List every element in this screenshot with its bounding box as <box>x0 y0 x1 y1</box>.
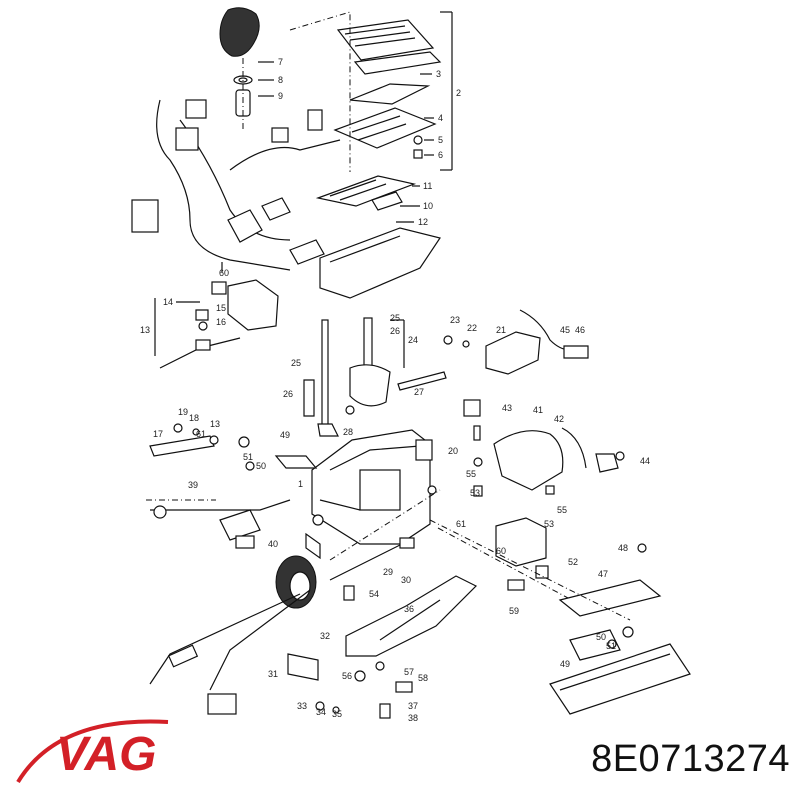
label-6: 6 <box>438 150 443 160</box>
label-21: 21 <box>496 325 506 335</box>
label-43: 43 <box>502 403 512 413</box>
mounting-bracket-47 <box>429 519 691 715</box>
actuator-52-60 <box>437 517 569 599</box>
label-25: 25 <box>291 358 301 368</box>
label-39: 39 <box>188 480 198 490</box>
label-44: 44 <box>640 456 650 466</box>
label-60: 60 <box>496 546 506 556</box>
cable-clip-29-30 <box>329 537 415 601</box>
label-10: 10 <box>423 201 433 211</box>
label-31: 31 <box>268 669 278 679</box>
label-56: 56 <box>342 671 352 681</box>
label-4: 4 <box>438 113 443 123</box>
part-number-labels: 7 8 9 3 2 4 5 6 11 10 12 60 14 15 16 13 … <box>140 57 650 723</box>
label-50-right: 50 <box>596 632 606 642</box>
label-54: 54 <box>369 589 379 599</box>
label-53-b: 53 <box>544 519 554 529</box>
label-29: 29 <box>383 567 393 577</box>
label-9: 9 <box>278 91 283 101</box>
label-15: 15 <box>216 303 226 313</box>
label-36: 36 <box>404 604 414 614</box>
label-17: 17 <box>153 429 163 439</box>
label-49-left: 49 <box>280 430 290 440</box>
label-38: 38 <box>408 713 418 723</box>
label-47: 47 <box>598 569 608 579</box>
label-37: 37 <box>408 701 418 711</box>
label-3: 3 <box>436 69 441 79</box>
label-7: 7 <box>278 57 283 67</box>
logo-text: VAG <box>56 728 156 781</box>
solenoid-21-46 <box>443 309 589 375</box>
label-34: 34 <box>316 707 326 717</box>
label-20: 20 <box>448 446 458 456</box>
label-51-right: 51 <box>606 641 616 651</box>
label-5: 5 <box>438 135 443 145</box>
selector-lever-24-28 <box>303 317 447 437</box>
label-52: 52 <box>568 557 578 567</box>
label-19: 19 <box>178 407 188 417</box>
label-13-top: 13 <box>140 325 150 335</box>
label-59: 59 <box>509 606 519 616</box>
label-24: 24 <box>408 335 418 345</box>
logo-swoosh <box>16 719 169 784</box>
label-51-left: 51 <box>243 452 253 462</box>
label-42: 42 <box>554 414 564 424</box>
label-14: 14 <box>163 297 173 307</box>
label-49-right: 49 <box>560 659 570 669</box>
label-30: 30 <box>401 575 411 585</box>
label-32: 32 <box>320 631 330 641</box>
label-25-top: 25 <box>390 313 400 323</box>
label-60-top: 60 <box>219 268 229 278</box>
label-2: 2 <box>456 88 461 98</box>
bracket-36 <box>345 575 478 719</box>
label-16: 16 <box>216 317 226 327</box>
label-61-b: 61 <box>456 519 466 529</box>
switch-assembly-13 <box>154 279 279 369</box>
label-1: 1 <box>298 479 303 489</box>
label-13-mid: 13 <box>210 419 220 429</box>
label-33: 33 <box>297 701 307 711</box>
wiring-harness <box>131 99 341 272</box>
label-48: 48 <box>618 543 628 553</box>
label-23: 23 <box>450 315 460 325</box>
bracket-17-19 <box>149 423 219 457</box>
label-26-top: 26 <box>390 326 400 336</box>
label-61-a: 61 <box>196 429 206 439</box>
label-28: 28 <box>343 427 353 437</box>
cable-bracket-39-40 <box>146 436 318 549</box>
label-57: 57 <box>404 667 414 677</box>
label-35: 35 <box>332 709 342 719</box>
lock-assembly-41-44 <box>473 427 625 497</box>
label-55-b: 55 <box>557 505 567 515</box>
vag-logo: VAG <box>16 719 169 784</box>
label-22: 22 <box>467 323 477 333</box>
label-27: 27 <box>414 387 424 397</box>
label-26: 26 <box>283 389 293 399</box>
label-11: 11 <box>423 181 432 191</box>
label-45: 45 <box>560 325 570 335</box>
label-50-left: 50 <box>256 461 266 471</box>
label-41: 41 <box>533 405 543 415</box>
part-number: 8E0713274 <box>591 738 790 780</box>
label-12: 12 <box>418 217 428 227</box>
label-55-a: 55 <box>466 469 476 479</box>
label-18: 18 <box>189 413 199 423</box>
label-8: 8 <box>278 75 283 85</box>
cover-plate-group <box>289 11 453 172</box>
shift-cable-31 <box>149 489 441 715</box>
gear-knob-group <box>219 7 274 132</box>
label-46: 46 <box>575 325 585 335</box>
bracket-11-12 <box>315 175 441 299</box>
label-53-a: 53 <box>470 488 480 498</box>
label-40: 40 <box>268 539 278 549</box>
label-58: 58 <box>418 673 428 683</box>
